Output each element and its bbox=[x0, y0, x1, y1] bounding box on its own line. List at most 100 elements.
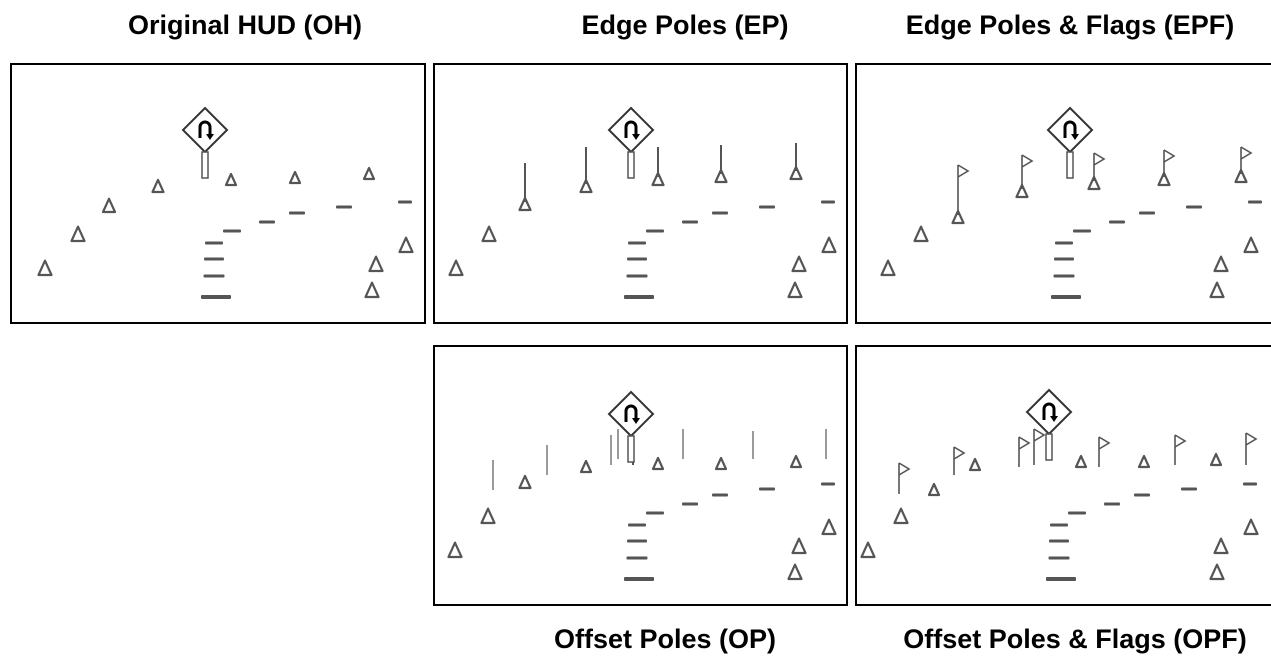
cone-marker-icon bbox=[880, 259, 896, 277]
cone-marker-icon bbox=[224, 172, 238, 187]
lane-dash-icon bbox=[336, 205, 352, 209]
hud-scene-oh bbox=[37, 106, 414, 299]
cone-marker-icon bbox=[651, 456, 665, 471]
lane-dash-icon bbox=[712, 493, 728, 497]
cone-marker-icon bbox=[362, 166, 376, 181]
lane-dash-icon bbox=[624, 295, 654, 299]
lane-dash-icon bbox=[1139, 211, 1155, 215]
cone-marker-icon bbox=[1243, 518, 1259, 536]
cone-marker-icon bbox=[518, 196, 532, 212]
lane-dash-icon bbox=[1054, 257, 1074, 261]
lane-dash-icon bbox=[626, 274, 648, 278]
cone-marker-icon bbox=[398, 236, 414, 254]
cone-marker-icon bbox=[447, 541, 463, 559]
cone-marker-icon bbox=[368, 255, 384, 273]
title-opf: Offset Poles & Flags (OPF) bbox=[903, 624, 1247, 654]
u-turn-sign-icon bbox=[181, 106, 229, 179]
cone-marker-icon bbox=[860, 541, 876, 559]
flag-icon bbox=[1098, 436, 1111, 467]
lane-dash-icon bbox=[1073, 229, 1091, 233]
lane-dash-icon bbox=[1068, 511, 1086, 515]
cone-marker-icon bbox=[579, 459, 593, 474]
lane-dash-icon bbox=[712, 211, 728, 215]
flag-icon bbox=[1018, 436, 1031, 467]
cone-marker-icon bbox=[1074, 454, 1088, 469]
flag-icon bbox=[1093, 152, 1106, 181]
lane-dash-icon bbox=[627, 539, 647, 543]
cone-marker-icon bbox=[1213, 537, 1229, 555]
cone-marker-icon bbox=[789, 165, 803, 181]
lane-dash-icon bbox=[1048, 556, 1070, 560]
lane-dash-icon bbox=[1243, 482, 1257, 486]
lane-dash-icon bbox=[628, 523, 646, 527]
cone-marker-icon bbox=[1243, 236, 1259, 254]
cone-marker-icon bbox=[791, 255, 807, 273]
panel-op bbox=[433, 345, 848, 606]
flag-icon bbox=[1240, 146, 1253, 174]
cone-marker-icon bbox=[1087, 175, 1101, 191]
hud-scene-epf bbox=[880, 106, 1262, 299]
lane-dash-icon bbox=[682, 502, 698, 506]
cone-marker-icon bbox=[789, 454, 803, 469]
cone-marker-icon bbox=[288, 170, 302, 185]
cone-marker-icon bbox=[518, 474, 532, 490]
title-epf: Edge Poles & Flags (EPF) bbox=[905, 10, 1235, 40]
cone-marker-icon bbox=[37, 259, 53, 277]
title-ep: Edge Poles (EP) bbox=[581, 10, 789, 40]
lane-dash-icon bbox=[624, 577, 654, 581]
cone-marker-icon bbox=[1209, 281, 1225, 299]
flag-icon bbox=[1033, 428, 1046, 465]
lane-dash-icon bbox=[223, 229, 241, 233]
flag-icon bbox=[957, 164, 970, 215]
cone-marker-icon bbox=[151, 178, 165, 194]
cone-marker-icon bbox=[1137, 454, 1151, 469]
lane-dash-icon bbox=[759, 205, 775, 209]
lane-dash-icon bbox=[1134, 493, 1150, 497]
hud-scene-op bbox=[447, 390, 837, 581]
lane-dash-icon bbox=[1181, 487, 1197, 491]
lane-dash-icon bbox=[821, 200, 835, 204]
panel-epf bbox=[855, 63, 1271, 324]
lane-dash-icon bbox=[627, 257, 647, 261]
cone-marker-icon bbox=[1157, 171, 1171, 187]
u-turn-sign-icon bbox=[607, 106, 655, 179]
cone-marker-icon bbox=[893, 507, 909, 525]
cone-marker-icon bbox=[101, 197, 117, 214]
cone-marker-icon bbox=[1015, 183, 1029, 199]
lane-dash-icon bbox=[201, 295, 231, 299]
lane-dash-icon bbox=[1051, 295, 1081, 299]
lane-dash-icon bbox=[1050, 523, 1068, 527]
lane-dash-icon bbox=[259, 220, 275, 224]
lane-dash-icon bbox=[398, 200, 412, 204]
cone-marker-icon bbox=[579, 178, 593, 194]
lane-dash-icon bbox=[759, 487, 775, 491]
lane-dash-icon bbox=[646, 229, 664, 233]
lane-dash-icon bbox=[1049, 539, 1069, 543]
lane-dash-icon bbox=[628, 241, 646, 245]
panel-opf bbox=[855, 345, 1271, 606]
lane-dash-icon bbox=[1248, 200, 1262, 204]
cone-marker-icon bbox=[481, 225, 497, 243]
flag-icon bbox=[898, 462, 911, 494]
lane-dash-icon bbox=[203, 274, 225, 278]
lane-dash-icon bbox=[204, 257, 224, 261]
panel-ep bbox=[433, 63, 848, 324]
cone-marker-icon bbox=[1213, 255, 1229, 273]
lane-dash-icon bbox=[1055, 241, 1073, 245]
lane-dash-icon bbox=[626, 556, 648, 560]
cone-marker-icon bbox=[480, 507, 496, 525]
cone-marker-icon bbox=[714, 456, 728, 471]
u-turn-sign-icon bbox=[1046, 106, 1094, 179]
cone-marker-icon bbox=[951, 209, 965, 225]
cone-marker-icon bbox=[448, 259, 464, 277]
flag-icon bbox=[1021, 154, 1034, 189]
lane-dash-icon bbox=[205, 241, 223, 245]
cone-marker-icon bbox=[927, 482, 941, 497]
hud-scene-ep bbox=[448, 106, 837, 299]
u-turn-sign-icon bbox=[607, 390, 655, 463]
lane-dash-icon bbox=[1104, 502, 1120, 506]
cone-marker-icon bbox=[1234, 168, 1248, 184]
lane-dash-icon bbox=[1186, 205, 1202, 209]
cone-marker-icon bbox=[791, 537, 807, 555]
lane-dash-icon bbox=[682, 220, 698, 224]
